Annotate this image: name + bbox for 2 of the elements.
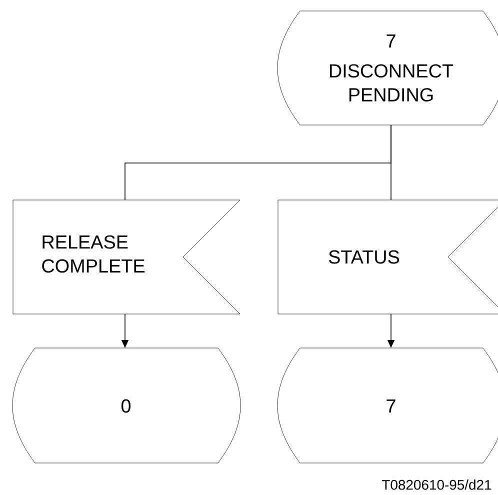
connector: [390, 124, 392, 200]
figure-code: T0820610-95/d21: [382, 480, 492, 490]
